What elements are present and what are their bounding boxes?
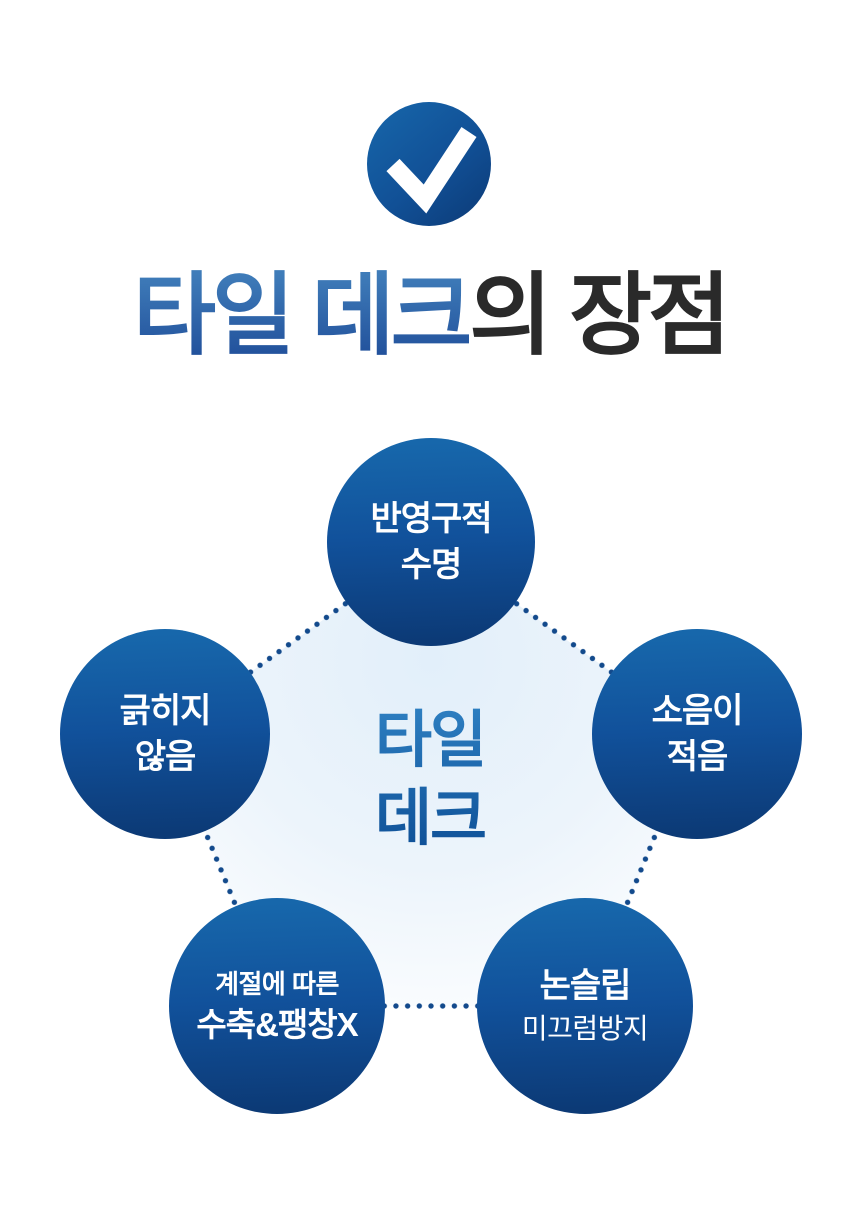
node-low-noise: 소음이 적음 — [592, 629, 802, 839]
center-label: 타일 데크 — [0, 702, 860, 858]
title-highlight: 타일 데크 — [133, 266, 473, 366]
center-label-line2: 데크 — [374, 784, 486, 853]
node-semi-permanent-lifespan: 반영구적 수명 — [327, 438, 535, 646]
node-label-line1: 논슬립 — [539, 967, 632, 1005]
node-label-line2: 수축&팽창X — [196, 1006, 358, 1043]
check-badge — [367, 102, 491, 226]
node-label-line2: 수명 — [400, 546, 463, 584]
check-icon — [386, 127, 477, 214]
node-label-line1: 계절에 따른 — [215, 969, 339, 999]
center-label-line1: 타일 — [374, 706, 486, 775]
title-rest: 의 장점 — [469, 266, 730, 366]
page-title: 타일 데크의 장점 — [0, 262, 860, 370]
node-label-line1: 긁히지 — [120, 688, 212, 734]
node-non-slip: 논슬립 미끄럼방지 — [477, 898, 693, 1114]
node-label-line2: 않음 — [135, 734, 197, 780]
node-no-seasonal-expansion: 계절에 따른 수축&팽창X — [169, 898, 385, 1114]
node-scratch-resistant: 긁히지 않음 — [60, 629, 270, 839]
node-label-line2: 미끄럼방지 — [521, 1013, 649, 1044]
node-label-line1: 소음이 — [652, 688, 744, 734]
node-label-line1: 반영구적 — [370, 500, 492, 538]
node-label-line2: 적음 — [667, 734, 729, 780]
connector-bottomleft-to-bottomright — [277, 1003, 585, 1009]
